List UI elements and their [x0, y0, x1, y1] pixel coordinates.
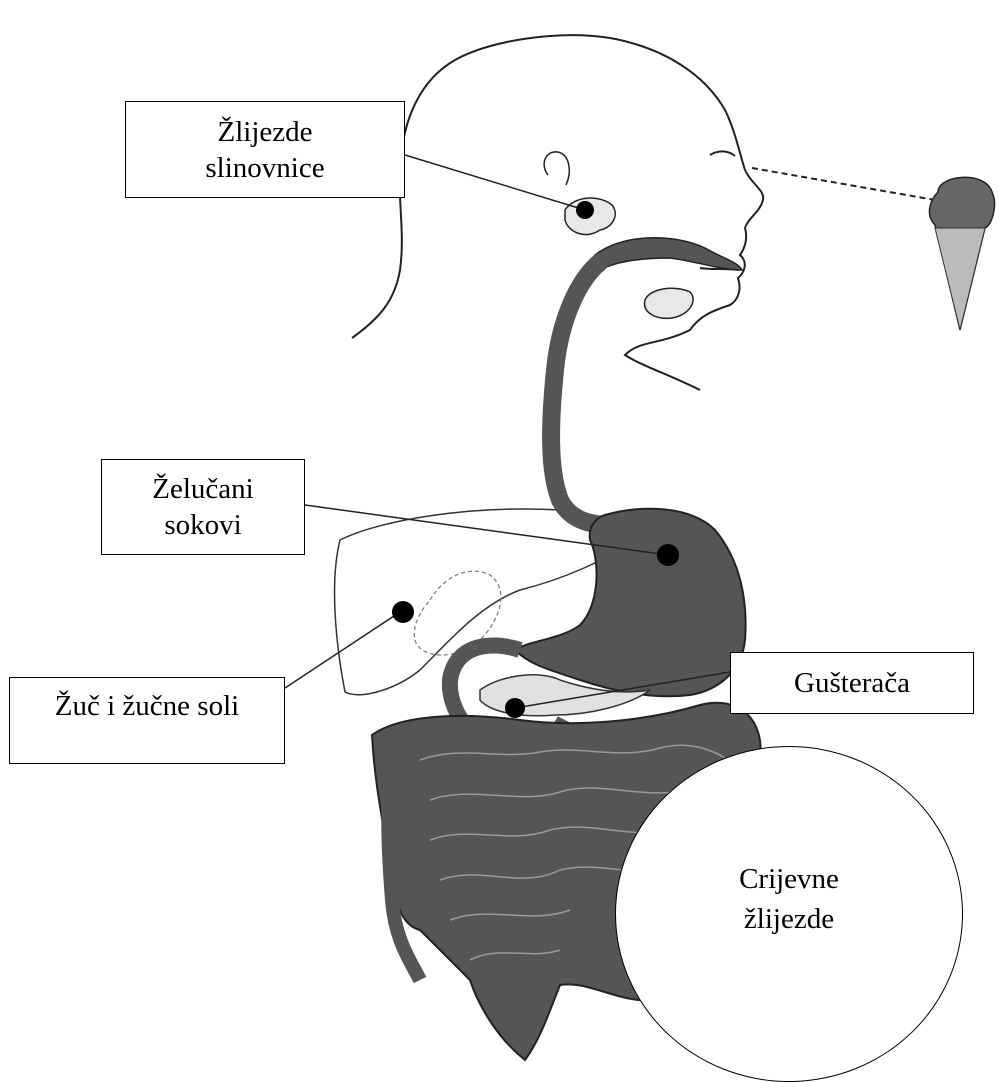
label-salivary-glands: Žlijezde slinovnice: [125, 101, 405, 198]
intestinal-glands-line1: Crijevne: [739, 859, 839, 899]
dot-gastric: [657, 544, 679, 566]
ear-outline: [544, 152, 569, 185]
bile-line1: Žuč i žučne soli: [55, 688, 239, 724]
label-bile: Žuč i žučne soli: [9, 677, 285, 764]
gastric-juices-line1: Želučani: [152, 471, 253, 507]
esophagus: [551, 262, 610, 525]
sight-dashed-line: [752, 168, 935, 200]
ice-cream-cone: [929, 177, 994, 330]
label-intestinal-glands: Crijevne žlijezde: [615, 746, 963, 1082]
connector-salivary: [405, 155, 585, 210]
salivary-glands-line1: Žlijezde: [217, 114, 312, 150]
oral-cavity: [595, 238, 742, 272]
eye: [710, 151, 735, 156]
salivary-glands-line2: slinovnice: [205, 150, 324, 186]
dot-salivary: [576, 201, 594, 219]
stomach: [515, 509, 746, 697]
label-pancreas: Gušterača: [730, 652, 974, 714]
pancreas-line1: Gušterača: [794, 665, 910, 701]
dot-pancreas: [505, 698, 525, 718]
salivary-gland-small: [645, 288, 694, 318]
dot-bile: [392, 601, 414, 623]
intestinal-glands-line2: žlijezde: [744, 899, 834, 939]
gastric-juices-line2: sokovi: [164, 507, 241, 543]
label-gastric-juices: Želučani sokovi: [101, 459, 305, 555]
